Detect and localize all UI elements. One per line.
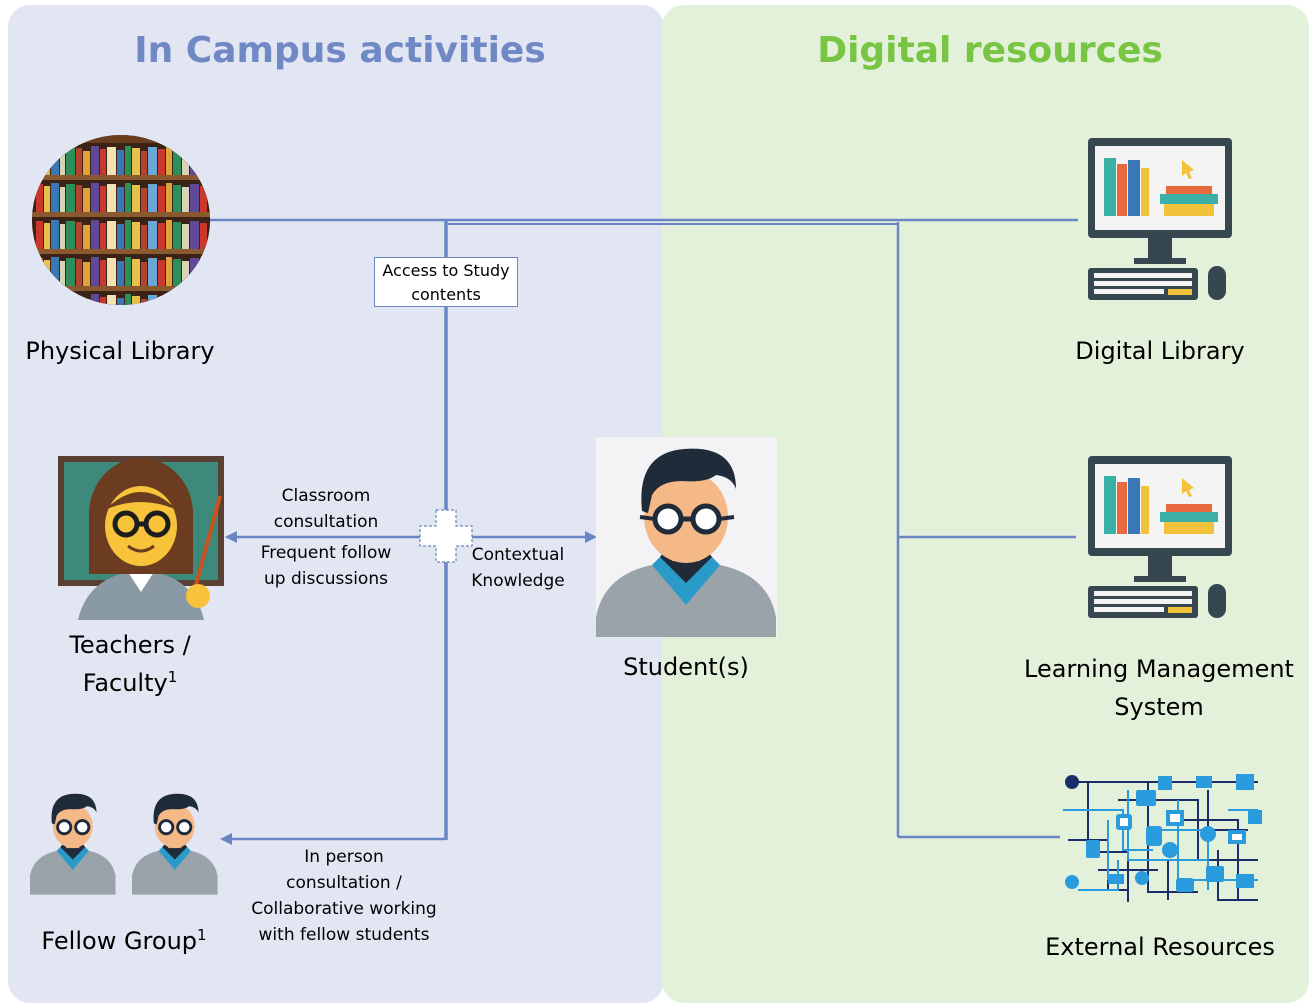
in-person-consultation-label: In person consultation / Collaborative w… (236, 844, 452, 948)
teacher-icon (58, 456, 224, 620)
inperson-line1: In person (304, 847, 384, 867)
frequent-line1: Frequent follow (260, 543, 392, 563)
access-label-line1: Access to Study (382, 261, 510, 280)
frequent-line2: up discussions (264, 569, 388, 589)
faculty-footnote: 1 (167, 668, 178, 686)
contextual-knowledge-label: Contextual Knowledge (458, 542, 578, 594)
frequent-follow-up-label: Frequent follow up discussions (236, 540, 416, 592)
inperson-line3: Collaborative working (251, 899, 437, 919)
student-label: Student(s) (623, 653, 749, 681)
faculty-text: Faculty (82, 669, 168, 697)
inperson-line4: with fellow students (258, 925, 430, 945)
network-icon (1063, 774, 1262, 902)
fellow-group-footnote: 1 (197, 926, 207, 944)
physical-library-label: Physical Library (25, 337, 215, 365)
computer-icon (1088, 138, 1232, 300)
classroom-line2: consultation (273, 512, 379, 532)
access-label-line2: contents (411, 285, 481, 304)
faculty-label: Faculty1 (40, 664, 220, 702)
bookshelf-icon (32, 135, 210, 305)
junction-cross-icon (419, 509, 473, 563)
lms-label-line2: System (1114, 693, 1204, 721)
teachers-label: Teachers / (69, 631, 191, 659)
digital-library-label: Digital Library (1075, 337, 1245, 365)
access-to-study-box: Access to Study contents (374, 257, 518, 307)
external-resources-label: External Resources (1045, 933, 1275, 961)
classroom-line1: Classroom (281, 486, 371, 506)
digital-resources-heading: Digital resources (817, 30, 1163, 71)
contextual-line1: Contextual (471, 545, 565, 565)
computer-icon (1088, 456, 1232, 618)
fellow-group-label: Fellow Group1 (14, 922, 234, 960)
classroom-consultation-label: Classroom consultation (236, 483, 416, 535)
contextual-line2: Knowledge (471, 571, 565, 591)
student-icon (596, 437, 777, 637)
fellow-group-text: Fellow Group (41, 927, 198, 955)
in-campus-heading: In Campus activities (134, 30, 546, 71)
inperson-line2: consultation / (286, 873, 402, 893)
lms-label-line1: Learning Management (1024, 655, 1294, 683)
student-icon (30, 793, 116, 895)
student-icon (132, 793, 218, 895)
